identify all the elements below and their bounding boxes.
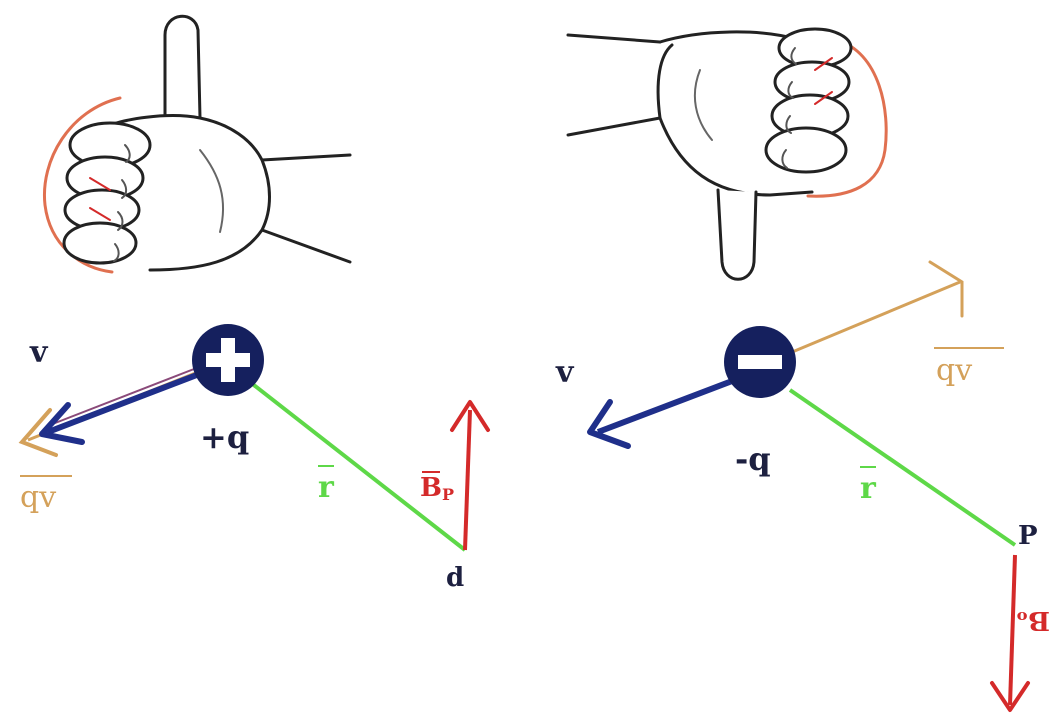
left-field-label-main: B: [420, 473, 442, 503]
negative-charge: [724, 326, 796, 398]
left-hand-thumb-up-illustration: [44, 16, 350, 272]
left-r-label: r: [318, 470, 335, 505]
left-point-label: d: [446, 563, 464, 593]
left-charge-label: +q: [200, 418, 249, 456]
right-velocity-label: v: [555, 355, 575, 390]
left-velocity-label: v: [29, 335, 49, 370]
positive-charge: [192, 324, 264, 396]
right-velocity-arrow: [590, 378, 740, 446]
right-field-label: Bₒ: [1016, 605, 1050, 635]
left-r-vector: [250, 382, 465, 550]
right-qv-arrow: [785, 262, 962, 355]
right-qv-label: qv: [936, 353, 972, 388]
left-field-label-sub: P: [442, 485, 454, 504]
right-r-vector: [790, 390, 1015, 545]
left-field-arrow: [452, 402, 488, 550]
right-r-label: r: [860, 471, 877, 506]
left-field-label: BP: [420, 473, 454, 504]
left-qv-label: qv: [20, 480, 56, 515]
right-hand-thumb-down-illustration: [568, 29, 886, 279]
right-point-label: P: [1018, 521, 1038, 551]
right-charge-label: -q: [735, 440, 771, 478]
